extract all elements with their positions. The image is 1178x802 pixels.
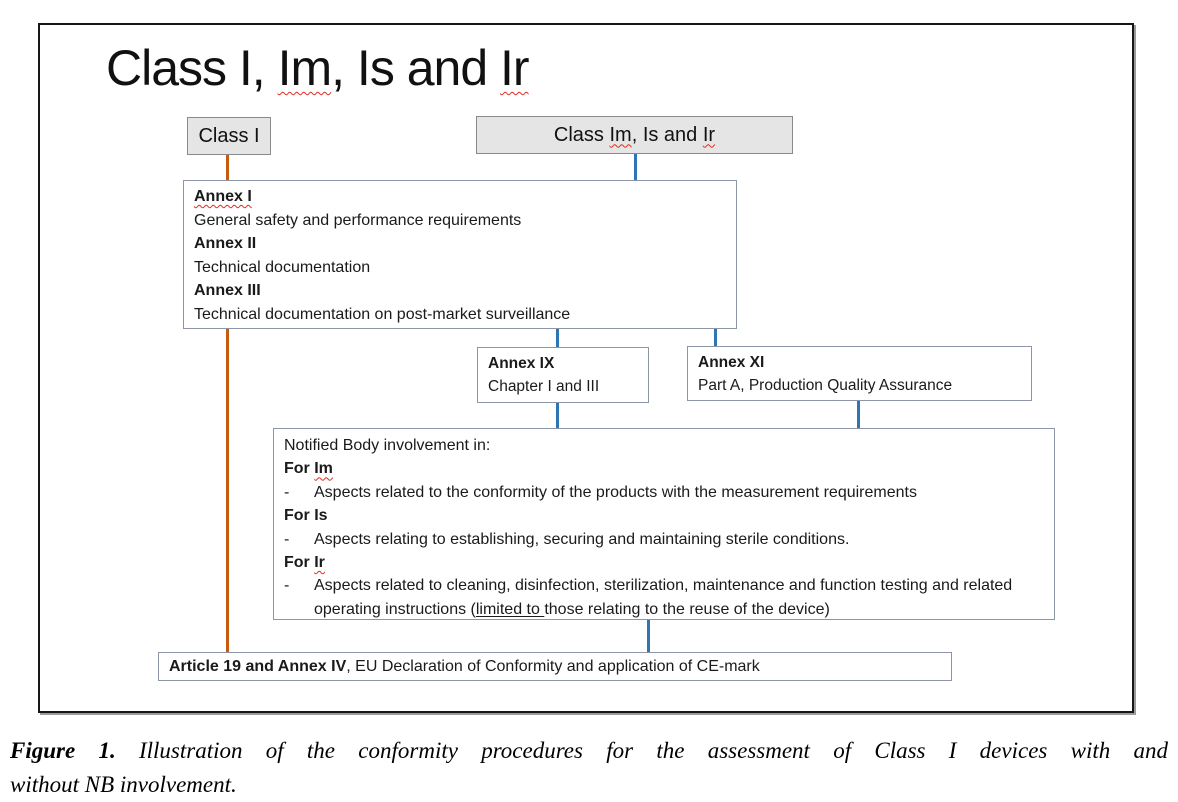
label-text: Class: [553, 123, 610, 146]
annex-ix-node: Annex IX Chapter I and III: [477, 347, 649, 403]
label-text: , Is and: [631, 123, 703, 146]
heading-text: For: [284, 554, 315, 572]
annex-i-text: General safety and performance requireme…: [194, 211, 522, 229]
annex-ix-heading: Annex IX: [488, 355, 555, 372]
figure-caption: Figure 1. Illustration of the conformity…: [10, 734, 1168, 802]
connector-annex-ix-to-nb: [556, 402, 559, 428]
notified-body-node: Notified Body involvement in: For Im - A…: [273, 428, 1055, 620]
connector-nb-to-article19: [647, 619, 650, 652]
nb-is-bullet: - Aspects relating to establishing, secu…: [284, 528, 1044, 551]
class-i-node: Class I: [187, 117, 271, 155]
annex-iii-text: Technical documentation on post-market s…: [194, 305, 571, 323]
heading-text: For: [284, 507, 315, 525]
nb-intro: Notified Body involvement in:: [284, 437, 491, 454]
bullet-text: those relating to the reuse of the devic…: [544, 600, 830, 618]
nb-im-bullet: - Aspects related to the conformity of t…: [284, 481, 1044, 504]
annex-xi-node: Annex XI Part A, Production Quality Assu…: [687, 346, 1032, 401]
title-text: , Is and: [331, 40, 501, 96]
annex-ii-heading: Annex II: [194, 235, 257, 253]
annex-i-heading: Annex I: [194, 188, 252, 205]
annex-ii-text: Technical documentation: [194, 258, 371, 276]
nb-ir-bullet-text: Aspects related to cleaning, disinfectio…: [314, 574, 1044, 621]
nb-is-bullet-text: Aspects relating to establishing, securi…: [314, 530, 850, 548]
title-text: Class I,: [106, 40, 278, 96]
class-im-is-ir-node: Class Im, Is and Ir: [476, 116, 793, 154]
nb-im-bullet-text: Aspects related to the conformity of the…: [314, 483, 917, 501]
connector-annex-xi-to-nb: [857, 400, 860, 428]
annex-iii-heading: Annex III: [194, 282, 261, 300]
article-19-rest-text: , EU Declaration of Conformity and appli…: [346, 657, 760, 675]
bullet-dash: -: [284, 577, 290, 595]
nb-for-is-heading: For Is: [284, 504, 1044, 527]
nb-for-ir-heading: For Ir: [284, 551, 1044, 574]
article-19-bold-text: Article 19 and Annex IV: [169, 657, 347, 675]
title-text-im: Im: [277, 40, 333, 96]
heading-term-is: Is: [314, 507, 328, 525]
label-text-im: Im: [609, 123, 632, 146]
caption-text: Illustration of the conformity procedure…: [138, 738, 1169, 763]
heading-text: For: [284, 460, 315, 478]
connector-annex-to-annex-xi: [714, 328, 717, 346]
figure-title: Class I, Im, Is and Ir: [106, 40, 530, 96]
article-19-text: Article 19 and Annex IV, EU Declaration …: [169, 658, 760, 676]
bullet-dash: -: [284, 530, 290, 548]
caption-line-2: without NB involvement.: [10, 772, 237, 797]
connector-class-i-to-article19: [226, 155, 229, 652]
title-text-ir: Ir: [500, 40, 530, 96]
nb-for-im-heading: For Im: [284, 457, 1044, 480]
class-im-is-ir-label: Class Im, Is and Ir: [554, 124, 715, 147]
bullet-text: Aspects related to cleaning, disinfectio…: [314, 577, 1013, 618]
annex-xi-text: Part A, Production Quality Assurance: [698, 377, 953, 394]
article-19-node: Article 19 and Annex IV, EU Declaration …: [158, 652, 952, 681]
annex-ix-text: Chapter I and III: [488, 378, 600, 395]
heading-term-im: Im: [314, 460, 333, 478]
annex-xi-heading: Annex XI: [698, 354, 765, 371]
bullet-text-underlined: limited to: [475, 600, 545, 618]
nb-ir-bullet: - Aspects related to cleaning, disinfect…: [284, 574, 1044, 621]
connector-classim-to-annex: [634, 154, 637, 180]
class-i-label: Class I: [198, 124, 260, 147]
annex-i-ii-iii-node: Annex I General safety and performance r…: [183, 180, 737, 329]
caption-line-1: Figure 1. Illustration of the conformity…: [10, 734, 1168, 768]
connector-annex-to-annex-ix: [556, 328, 559, 348]
bullet-dash: -: [284, 483, 290, 501]
label-text-ir: Ir: [702, 123, 716, 146]
heading-term-ir: Ir: [314, 554, 325, 572]
caption-label: Figure 1.: [10, 738, 116, 763]
